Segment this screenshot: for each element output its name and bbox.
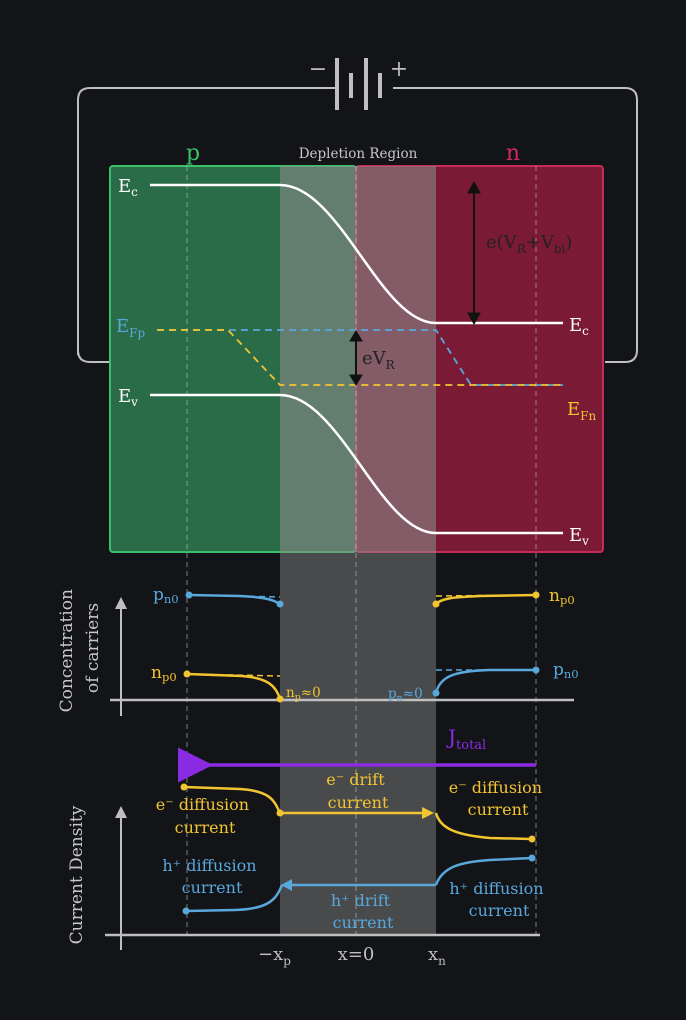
- h-diff-left-point: [182, 907, 190, 915]
- np0-left-label: np0: [151, 663, 177, 684]
- position-labels: −xp x=0 xn: [258, 944, 446, 968]
- conc-y-arrowhead: [115, 597, 127, 609]
- ev-right-label: Ev: [569, 525, 589, 548]
- pn0-left-label: pn0: [153, 585, 179, 606]
- ev-left-label: Ev: [118, 386, 138, 409]
- nn-edge-point: [432, 600, 440, 608]
- pn0-right-label: pn0: [553, 660, 579, 681]
- e-drift-arrowhead: [422, 807, 434, 819]
- bias-label: eVR: [362, 348, 396, 372]
- e-diff-left-point: [180, 783, 188, 791]
- conc-ylabel: Concentration of carriers: [57, 584, 103, 713]
- pn0-left-point: [185, 591, 193, 599]
- depletion-region: [280, 166, 436, 936]
- n-label: n: [506, 141, 520, 166]
- efp-label: EFp: [116, 316, 145, 340]
- e-diffusion-right-curve: [434, 812, 533, 841]
- fermi-level-n: [157, 329, 563, 386]
- e-drift-label: e⁻ drift current: [326, 770, 389, 812]
- xn-label: xn: [428, 944, 446, 968]
- bias-arrow: [349, 330, 363, 386]
- e-diffusion-left-curve: [183, 785, 282, 814]
- np-approx-point: [276, 695, 284, 703]
- energy-bands: e(VR+Vbi) eVR Ec Ev EFp Ec Ev EFn: [116, 176, 596, 548]
- pn0-left-curve: [188, 593, 281, 606]
- battery-plus: +: [390, 57, 408, 82]
- pn-edge-point: [276, 600, 284, 608]
- e-diff-right-point: [528, 835, 536, 843]
- efn-label: EFn: [567, 399, 596, 423]
- np0-left-point: [183, 670, 191, 678]
- e-diff-left-label: e⁻ diffusion current: [156, 795, 254, 837]
- neg-xp-label: −xp: [258, 944, 291, 968]
- h-diffusion-right-curve: [434, 856, 533, 886]
- h-drift-label: h⁺ drift current: [331, 891, 395, 932]
- pn0-right-curve: [434, 668, 536, 694]
- circuit: − +: [77, 57, 638, 363]
- h-diff-right-label: h⁺ diffusion current: [449, 879, 548, 920]
- depletion-label: Depletion Region: [299, 146, 418, 162]
- np-approx-label: np≈0: [286, 685, 321, 703]
- circuit-wire: [77, 87, 638, 363]
- battery-icon: [335, 58, 382, 110]
- h-drift-arrowhead: [281, 879, 292, 891]
- battery-minus: −: [309, 57, 327, 82]
- barrier-label: e(VR+Vbi): [486, 232, 572, 256]
- h-diff-right-point: [528, 854, 536, 862]
- p-label: p: [186, 141, 200, 166]
- pn-approx-label: pn≈0: [388, 686, 423, 704]
- np0-left-curve: [186, 672, 282, 700]
- depletion-region-upper-tint: [280, 166, 436, 552]
- conduction-band: [150, 183, 563, 325]
- barrier-arrow: [467, 180, 481, 326]
- ec-left-label: Ec: [118, 176, 138, 199]
- j-total-label: Jtotal: [446, 725, 486, 753]
- current-y-arrowhead: [115, 806, 127, 818]
- concentration-plot: Concentration of carriers pn0 np0 np0 pn…: [57, 584, 579, 716]
- ec-right-label: Ec: [569, 315, 589, 338]
- np0-right-label: np0: [549, 586, 575, 607]
- pn-approx-point: [432, 689, 440, 697]
- guide-lines: [186, 166, 537, 936]
- current-ylabel: Current Density: [67, 805, 87, 944]
- h-diff-left-label: h⁺ diffusion current: [162, 856, 261, 897]
- fermi-level-p: [157, 329, 563, 386]
- x-zero-label: x=0: [338, 944, 375, 965]
- np0-right-point: [532, 591, 540, 599]
- valence-band: [150, 393, 563, 535]
- pn0-right-point: [532, 666, 540, 674]
- h-diffusion-left-curve: [185, 884, 284, 913]
- e-diff-right-label: e⁻ diffusion current: [449, 778, 547, 819]
- current-plot: Jtotal Current Density e⁻ drift current …: [67, 725, 548, 950]
